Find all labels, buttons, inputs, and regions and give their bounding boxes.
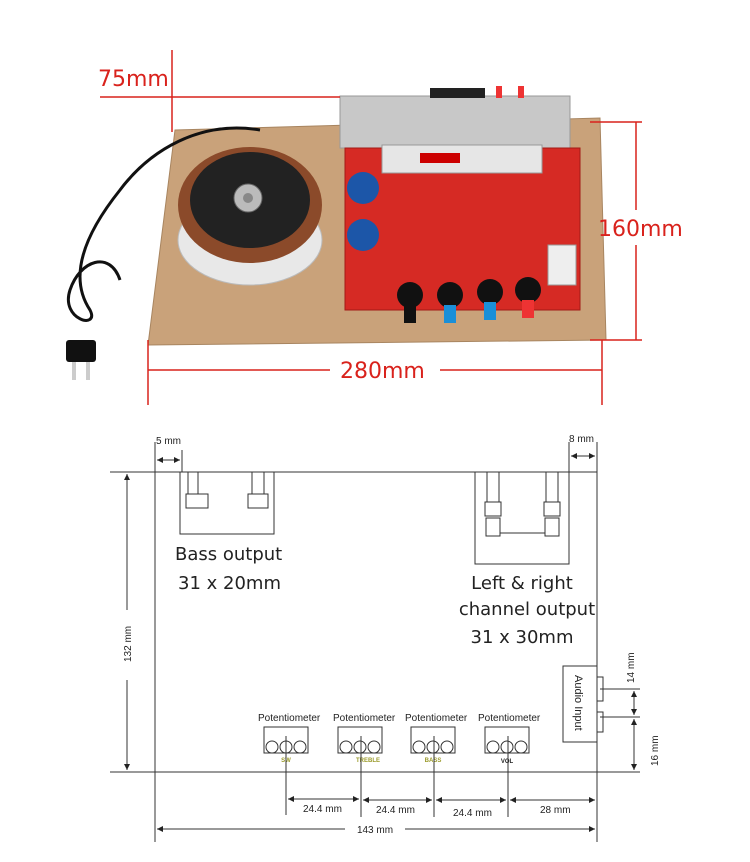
potentiometer-label: Potentiometer — [333, 713, 396, 724]
lr-output-connector — [474, 471, 570, 565]
potentiometer-name: BASS — [425, 758, 442, 764]
photo-dimensions: 75mm 160mm 280mm — [98, 50, 683, 405]
audio-spacing-label: 14 mm — [626, 652, 637, 683]
spacing-label: 28 mm — [540, 805, 571, 816]
potentiometer-vol: Potentiometer VOL — [478, 713, 541, 765]
lr-output-line1: Left & right — [471, 573, 573, 594]
pcb-board — [344, 147, 581, 311]
potentiometer-name: TREBLE — [356, 758, 380, 764]
left-margin-label: 5 mm — [156, 436, 181, 447]
amplifier-photo — [66, 86, 607, 380]
dimension-diagram: 5 mm 8 mm 132 mm Bass output 31 x 20mm — [110, 434, 661, 842]
potentiometer-name: VOL — [501, 759, 514, 765]
power-cord — [66, 126, 261, 322]
capacitor — [347, 219, 379, 251]
bass-output-title: Bass output — [175, 544, 282, 565]
audio-input-label: Audio Input — [572, 675, 584, 731]
potentiometer-label: Potentiometer — [405, 713, 468, 724]
power-plug-icon — [66, 340, 96, 380]
bass-output-size: 31 x 20mm — [178, 573, 281, 594]
toroidal-transformer — [177, 147, 323, 286]
spacing-label: 24.4 mm — [453, 808, 492, 819]
capacitor — [347, 172, 379, 204]
knobs — [397, 277, 541, 323]
audio-offset-label: 16 mm — [650, 735, 661, 766]
potentiometer-bass: Potentiometer BASS — [405, 713, 468, 764]
lr-output-line2: channel output — [459, 599, 595, 620]
width-dimension: 280mm — [340, 359, 425, 384]
potentiometer-sw: Potentiometer SW — [258, 713, 321, 764]
spacing-label: 24.4 mm — [303, 804, 342, 815]
offset-dimension: 75mm — [98, 67, 169, 92]
potentiometer-treble: Potentiometer TREBLE — [333, 713, 396, 764]
potentiometer-label: Potentiometer — [258, 713, 321, 724]
spacing-label: 24.4 mm — [376, 805, 415, 816]
right-margin-label: 8 mm — [569, 434, 594, 445]
lr-output-size: 31 x 30mm — [471, 627, 574, 648]
total-width-label: 143 mm — [357, 825, 393, 836]
height-label: 132 mm — [123, 626, 134, 662]
depth-dimension: 160mm — [598, 217, 683, 242]
potentiometer-label: Potentiometer — [478, 713, 541, 724]
bass-output-connector — [179, 471, 275, 535]
mp3-module — [381, 144, 543, 174]
heatsink — [339, 95, 571, 149]
rca-jack — [547, 244, 577, 286]
